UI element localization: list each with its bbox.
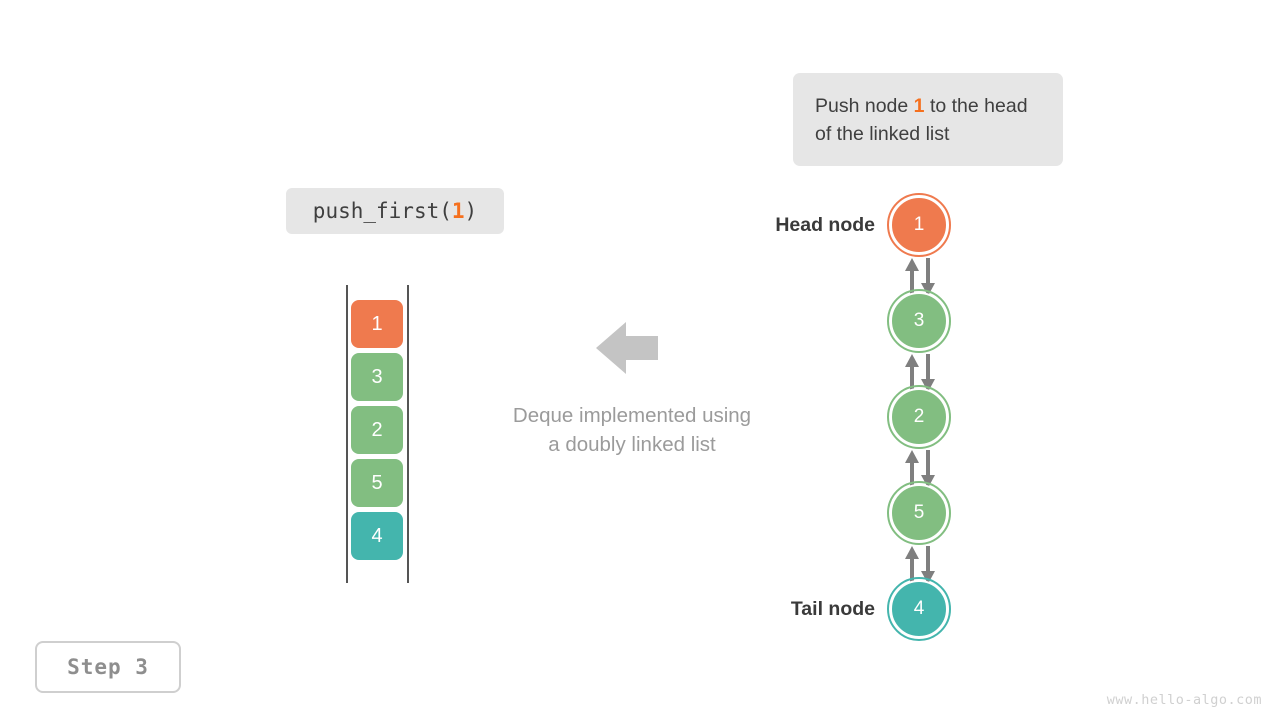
linked-list-node: 2 [890,388,948,446]
linked-list-node: 3 [890,292,948,350]
linked-list-node-ring [887,385,951,449]
linked-list-node: 5 [890,484,948,542]
left-arrow-icon [596,320,658,381]
callout-text: Push node 1 to the head of the linked li… [815,92,1041,148]
code-pill-argument: 1 [451,199,465,223]
stack-cell-list: 1 3 2 5 4 [351,300,403,565]
deque-stack-column: 1 3 2 5 4 [340,280,420,590]
stack-cell: 3 [351,353,403,401]
stack-rail-right [407,285,409,583]
stack-rail-left [346,285,348,583]
linked-list-node: 1 [890,196,948,254]
code-pill-prefix: push_first( [312,199,452,223]
callout-highlight-value: 1 [913,94,925,117]
callout-prefix: Push node [815,94,914,117]
linked-list-node-ring [887,193,951,257]
head-node-label: Head node [775,214,875,236]
linked-list-node-ring [887,481,951,545]
tail-node-label: Tail node [790,598,875,620]
step-badge: Step 3 [35,641,181,693]
watermark: www.hello-algo.com [1106,692,1262,708]
linked-list-node-ring [887,289,951,353]
linked-list-bidirectional-link [905,354,935,392]
linked-list-node: 4 [890,580,948,638]
code-operation-pill: push_first(1) [286,188,504,234]
callout-box: Push node 1 to the head of the linked li… [793,73,1063,166]
linked-list: 1 3 2 5 4 Head node Tail node [775,190,990,650]
stack-cell: 1 [351,300,403,348]
diagram-caption: Deque implemented using a doubly linked … [452,401,812,459]
stack-cell: 4 [351,512,403,560]
linked-list-node-ring [887,577,951,641]
callout-suffix: to the head of the linked list [815,94,1028,145]
caption-line-2: a doubly linked list [548,433,716,456]
code-pill-suffix: ) [464,199,478,223]
caption-line-1: Deque implemented using [512,404,752,427]
stack-cell: 2 [351,406,403,454]
stack-cell: 5 [351,459,403,507]
